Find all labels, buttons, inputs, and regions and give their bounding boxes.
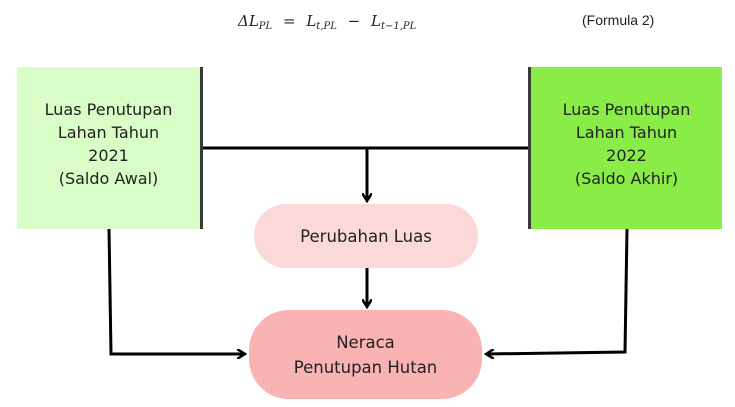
formula-term1: L xyxy=(306,12,317,30)
formula-term2-subscript: t−1,PL xyxy=(380,21,417,32)
node-balance-line-2: Penutupan Hutan xyxy=(293,357,438,377)
formula-delta: ΔL xyxy=(238,12,259,30)
formula: ΔLPL = Lt,PL − Lt−1,PL xyxy=(238,12,416,32)
formula-equals: = xyxy=(282,12,296,30)
node-opening-line-2: Lahan Tahun xyxy=(57,123,160,142)
node-closing-line-4: (Saldo Akhir) xyxy=(574,169,679,188)
node-opening-line-1: Luas Penutupan xyxy=(44,100,173,119)
node-change-label: Perubahan Luas xyxy=(300,226,432,246)
node-opening-line-3: 2021 xyxy=(88,146,129,165)
node-opening-balance: Luas Penutupan Lahan Tahun 2021 (Saldo A… xyxy=(17,67,203,229)
formula-term2: L xyxy=(371,12,381,30)
node-forest-cover-balance: Neraca Penutupan Hutan xyxy=(249,310,482,399)
formula-delta-subscript: PL xyxy=(258,21,273,32)
node-closing-line-1: Luas Penutupan xyxy=(562,100,691,119)
arrow-left-to-balance xyxy=(107,228,244,354)
node-opening-line-4: (Saldo Awal) xyxy=(58,169,159,188)
formula-label: (Formula 2) xyxy=(582,12,655,28)
node-balance-line-1: Neraca xyxy=(336,332,395,352)
node-closing-line-3: 2022 xyxy=(606,146,647,165)
formula-minus: − xyxy=(347,12,361,30)
node-closing-line-2: Lahan Tahun xyxy=(575,123,678,142)
node-closing-balance: Luas Penutupan Lahan Tahun 2022 (Saldo A… xyxy=(528,67,722,229)
formula-term1-subscript: t,PL xyxy=(316,21,337,32)
node-area-change: Perubahan Luas xyxy=(254,204,478,268)
arrow-right-to-balance xyxy=(487,228,629,354)
